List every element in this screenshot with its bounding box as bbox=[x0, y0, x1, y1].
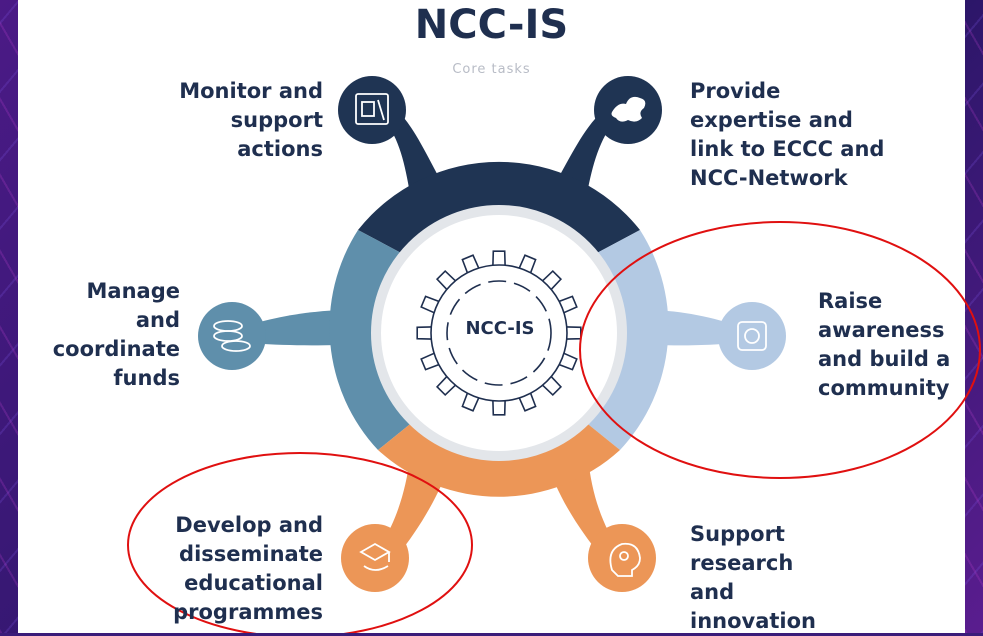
gear-tooth bbox=[420, 295, 440, 314]
node-monitor bbox=[338, 76, 406, 144]
gear-tooth bbox=[558, 295, 578, 314]
gear-tooth bbox=[420, 352, 440, 371]
page-subtitle: Core tasks bbox=[452, 62, 531, 77]
gear-icon bbox=[416, 250, 582, 416]
page-title: NCC-IS bbox=[414, 2, 569, 48]
task-nodes bbox=[198, 76, 786, 592]
europe-map-icon bbox=[611, 96, 646, 122]
coins-icon bbox=[213, 320, 251, 352]
gear-tooth bbox=[435, 269, 456, 290]
gear-tooth bbox=[542, 376, 563, 397]
highlight-ellipse-raise bbox=[579, 221, 981, 479]
node-raise bbox=[718, 302, 786, 370]
gear-tooth bbox=[416, 326, 432, 340]
task-label-provide: Provide expertise and link to ECCC and N… bbox=[690, 79, 885, 190]
gear-tooth bbox=[461, 254, 480, 274]
gear-tooth bbox=[518, 392, 537, 412]
task-label-develop: Develop and disseminate educational prog… bbox=[173, 513, 323, 624]
task-label-monitor: Monitor and support actions bbox=[179, 79, 323, 161]
gear-tooth bbox=[461, 392, 480, 412]
task-label-raise: Raise awareness and build a community bbox=[818, 289, 951, 400]
gear-tooth bbox=[558, 352, 578, 371]
center-label: NCC-IS bbox=[465, 318, 535, 339]
node-develop bbox=[341, 524, 409, 592]
gear-tooth bbox=[542, 269, 563, 290]
blueprint-icon bbox=[355, 93, 389, 125]
lightbulb-head-icon bbox=[609, 542, 641, 577]
task-label-manage: Manage and coordinate funds bbox=[52, 279, 180, 390]
node-manage bbox=[198, 302, 266, 370]
task-label-support: Support research and innovation bbox=[690, 522, 816, 633]
community-icon bbox=[737, 321, 767, 351]
gear-tooth bbox=[492, 250, 506, 266]
gear-tooth bbox=[492, 400, 506, 416]
node-support bbox=[588, 524, 656, 592]
graduation-cap-icon bbox=[359, 542, 391, 571]
highlight-ellipse-develop bbox=[127, 452, 473, 633]
gear-tooth bbox=[518, 254, 537, 274]
gear-tooth bbox=[435, 376, 456, 397]
